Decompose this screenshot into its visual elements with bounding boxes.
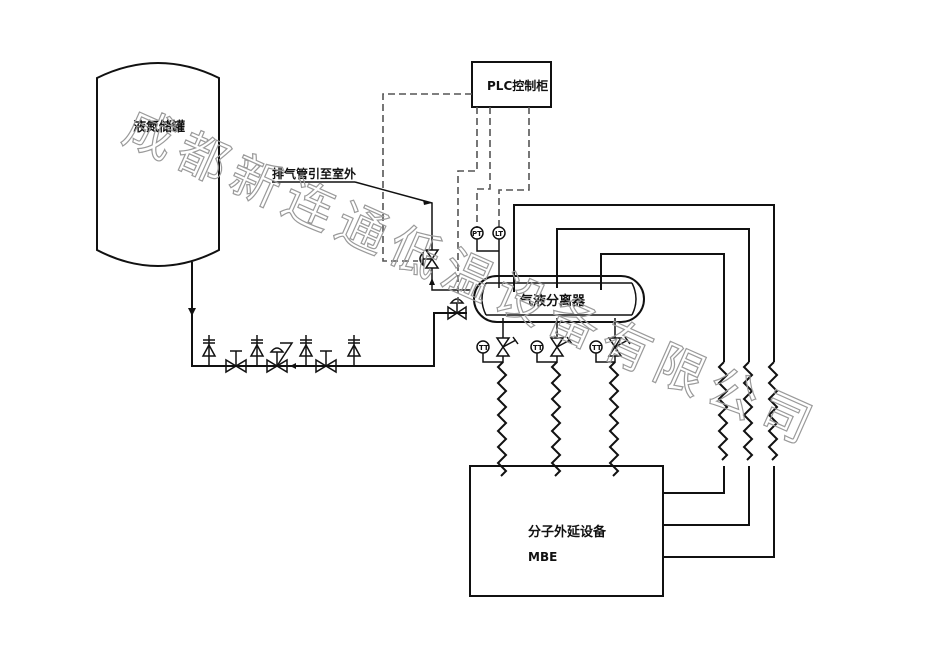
svg-text:TT: TT xyxy=(592,344,602,352)
pressure-transmitter: PT xyxy=(470,226,484,240)
return-hoses xyxy=(663,361,779,558)
plc-cabinet xyxy=(471,61,552,108)
mbe-equipment xyxy=(469,465,664,597)
supply-pipe xyxy=(188,262,467,367)
shutoff-valve-1 xyxy=(225,350,247,374)
safety-valve-3 xyxy=(298,335,314,366)
gas-liquid-separator xyxy=(473,275,645,323)
safety-valve-2 xyxy=(249,335,265,366)
gas-return-lines xyxy=(513,204,775,362)
separator-label: 气液分离器 xyxy=(520,293,586,309)
shutoff-valve-2 xyxy=(315,350,337,374)
pt-tap xyxy=(476,239,499,252)
plc-label: PLC控制柜 xyxy=(487,78,548,93)
vent-label: 排气管引至室外 xyxy=(272,166,356,181)
vent-line xyxy=(272,181,470,291)
vent-valve xyxy=(419,249,440,269)
safety-valve-4 xyxy=(346,335,362,366)
watermark: 成都新连通低温设备有限公司 xyxy=(115,98,827,458)
outlet-branch-1: TT xyxy=(476,318,519,477)
mbe-label: 分子外延设备 xyxy=(528,524,607,540)
regulating-valve xyxy=(266,342,300,374)
mbe-sublabel: MBE xyxy=(528,550,557,564)
svg-text:TT: TT xyxy=(479,344,489,352)
ln2-storage-tank xyxy=(96,62,220,267)
svg-text:PT: PT xyxy=(472,230,482,238)
svg-text:TT: TT xyxy=(533,344,543,352)
safety-valve-1 xyxy=(201,335,217,366)
level-transmitter: LT xyxy=(492,226,506,240)
outlet-branch-2: TT xyxy=(530,318,573,477)
svg-text:LT: LT xyxy=(495,230,503,238)
signal-lines xyxy=(382,93,530,306)
tank-label: 液氮储罐 xyxy=(133,119,185,135)
outlet-branch-3: TT xyxy=(589,318,631,477)
